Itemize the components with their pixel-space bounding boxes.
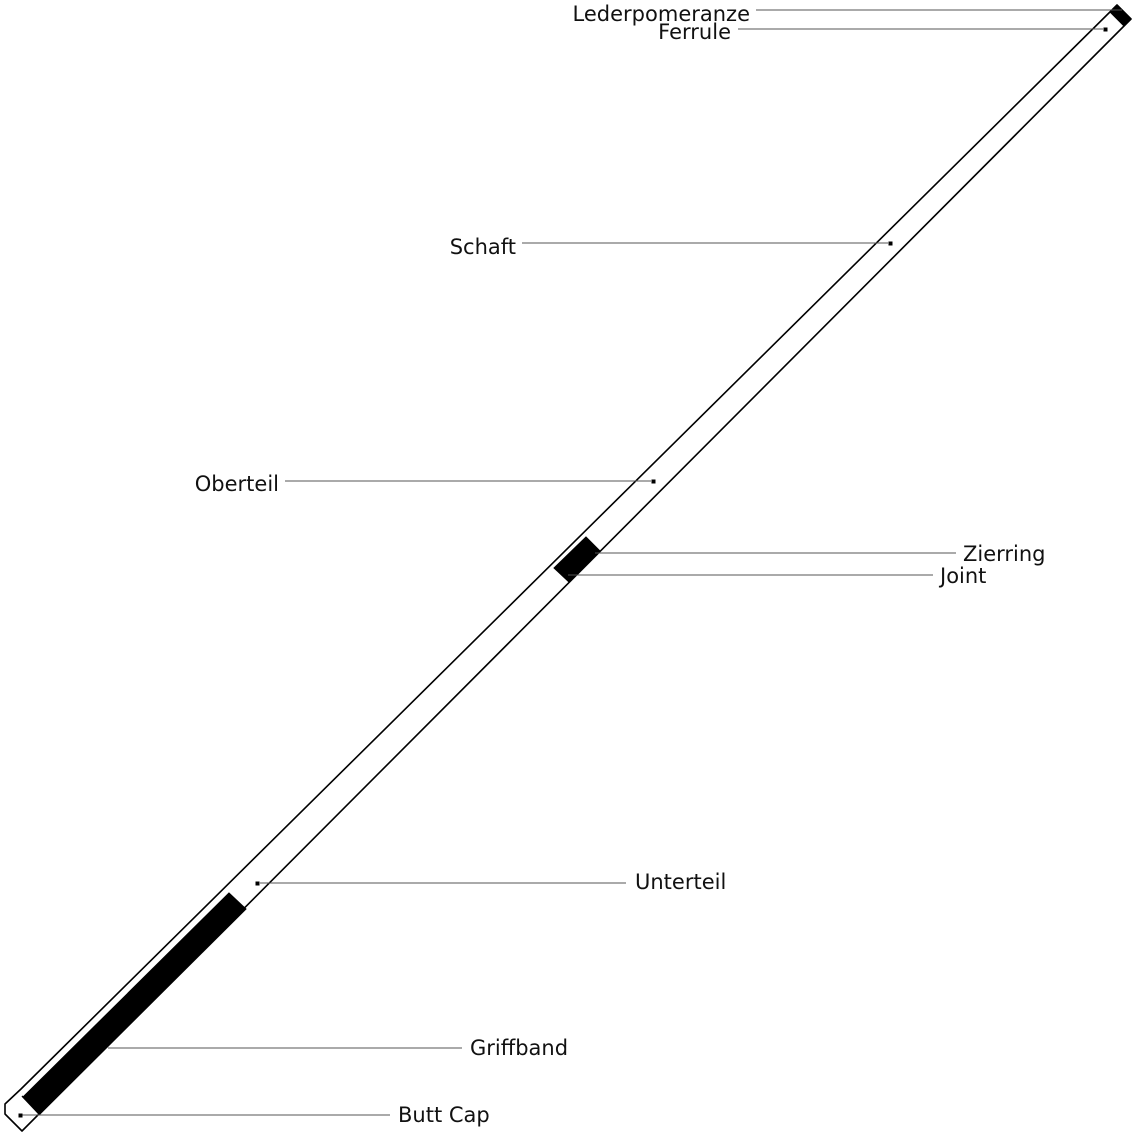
anchor-shaft (888, 241, 893, 246)
labels: Lederpomeranze Ferrule Schaft Oberteil Z… (195, 2, 1046, 1127)
label-upper: Oberteil (195, 472, 279, 496)
anchor-buttcap (18, 1113, 23, 1118)
label-tip: Lederpomeranze (573, 2, 750, 26)
label-buttcap: Butt Cap (398, 1103, 490, 1127)
ring-part (553, 536, 601, 583)
grip-part (22, 892, 247, 1115)
label-ring: Zierring (963, 542, 1046, 566)
label-lower: Unterteil (635, 870, 726, 894)
cue (4, 4, 1132, 1132)
anchor-ferrule (1103, 27, 1108, 32)
label-joint: Joint (938, 564, 986, 588)
label-grip: Griffband (470, 1036, 568, 1060)
buttcap-divider (21, 1095, 40, 1115)
leaders (18, 9, 1122, 1118)
label-shaft: Schaft (450, 235, 516, 259)
anchor-upper (651, 479, 656, 484)
anchor-lower (255, 881, 260, 886)
label-ferrule: Ferrule (658, 20, 731, 44)
